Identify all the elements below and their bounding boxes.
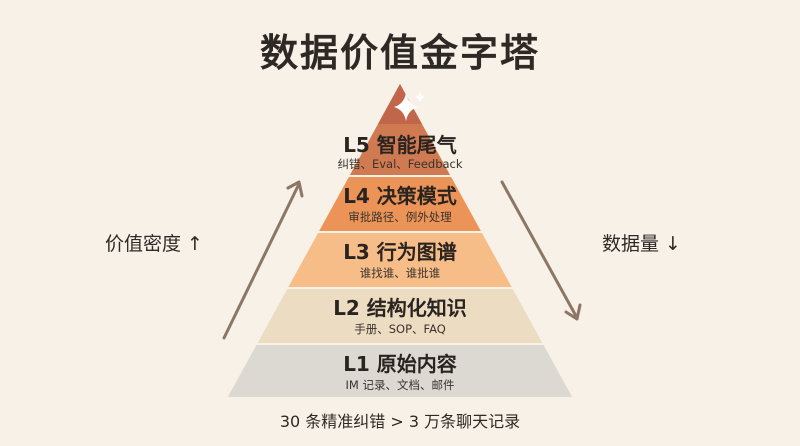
- tier-name-l4: L4 决策模式: [343, 184, 457, 208]
- pyramid-tier-l1: [227, 345, 573, 397]
- down-arrow-icon: [500, 180, 582, 321]
- value-density-label: 价值密度 ↑: [105, 233, 203, 255]
- pyramid-tier-l2: [257, 289, 543, 343]
- tier-desc-l5: 纠错、Eval、Feedback: [337, 157, 462, 171]
- tier-name-l5: L5 智能尾气: [343, 133, 457, 157]
- pyramid-tier-l3: [288, 233, 512, 287]
- tier-name-l2: L2 结构化知识: [333, 296, 467, 320]
- sparkle-icon: [394, 92, 425, 121]
- up-arrow-icon: [222, 180, 304, 340]
- tier-desc-l3: 谁找谁、谁批谁: [360, 266, 441, 280]
- footer-note: 30 条精准纠错 > 3 万条聊天记录: [279, 412, 521, 431]
- data-volume-label: 数据量 ↓: [602, 233, 681, 255]
- tier-name-l1: L1 原始内容: [343, 352, 457, 376]
- tier-desc-l1: IM 记录、文档、邮件: [346, 378, 455, 392]
- tier-desc-l4: 审批路径、例外处理: [348, 210, 452, 224]
- tier-name-l3: L3 行为图谱: [343, 240, 457, 264]
- tier-desc-l2: 手册、SOP、FAQ: [354, 322, 446, 336]
- pyramid-tier-l5: [349, 84, 451, 175]
- pyramid-tier-l4: [319, 177, 481, 231]
- page-title: 数据价值金字塔: [259, 31, 540, 75]
